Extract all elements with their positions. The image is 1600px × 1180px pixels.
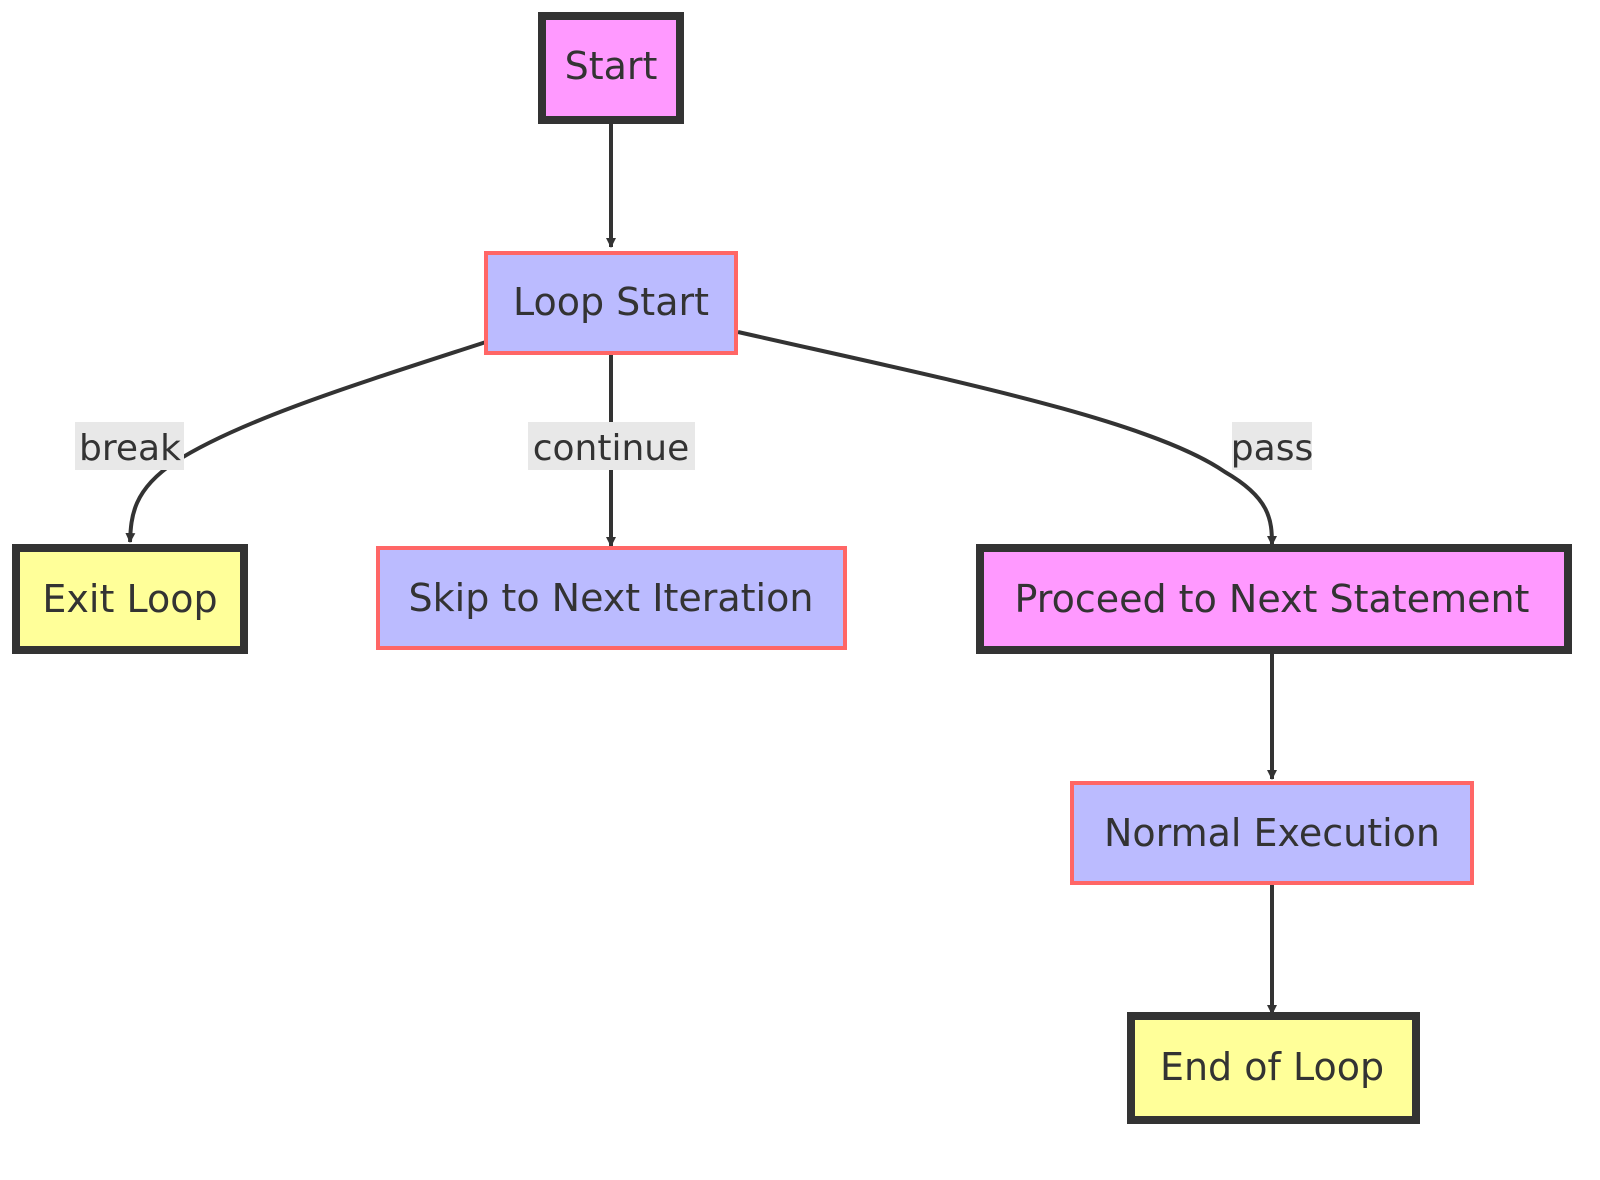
node-normal-exec-label: Normal Execution — [1104, 811, 1440, 855]
node-loop-start-label: Loop Start — [513, 280, 709, 324]
node-exit-loop: Exit Loop — [12, 544, 248, 654]
node-skip-next: Skip to Next Iteration — [376, 546, 847, 650]
node-normal-exec: Normal Execution — [1070, 781, 1474, 885]
node-end-loop-label: End of Loop — [1160, 1045, 1384, 1089]
node-exit-loop-label: Exit Loop — [42, 577, 217, 621]
edges — [125, 122, 1277, 1015]
edge-label-pass: pass — [1231, 422, 1313, 470]
node-loop-start: Loop Start — [484, 251, 738, 355]
edge-label-pass-text: pass — [1231, 428, 1313, 469]
edge-label-continue-text: continue — [533, 428, 690, 469]
edge-label-break: break — [75, 422, 184, 470]
edge-loop-start-to-exit-loop — [125, 340, 487, 543]
node-proceed-next-label: Proceed to Next Statement — [1015, 577, 1530, 621]
node-start-label: Start — [565, 44, 658, 88]
edge-label-continue: continue — [528, 422, 695, 470]
edge-labels: break continue pass — [75, 422, 1313, 470]
edge-label-break-text: break — [79, 428, 181, 469]
edge-loop-start-to-proceed-next — [737, 330, 1277, 546]
node-start: Start — [538, 12, 684, 124]
node-end-loop: End of Loop — [1127, 1012, 1420, 1124]
nodes: Start Loop Start Exit Loop Skip to Next … — [12, 12, 1572, 1124]
node-proceed-next: Proceed to Next Statement — [976, 544, 1572, 654]
node-skip-next-label: Skip to Next Iteration — [409, 576, 814, 620]
